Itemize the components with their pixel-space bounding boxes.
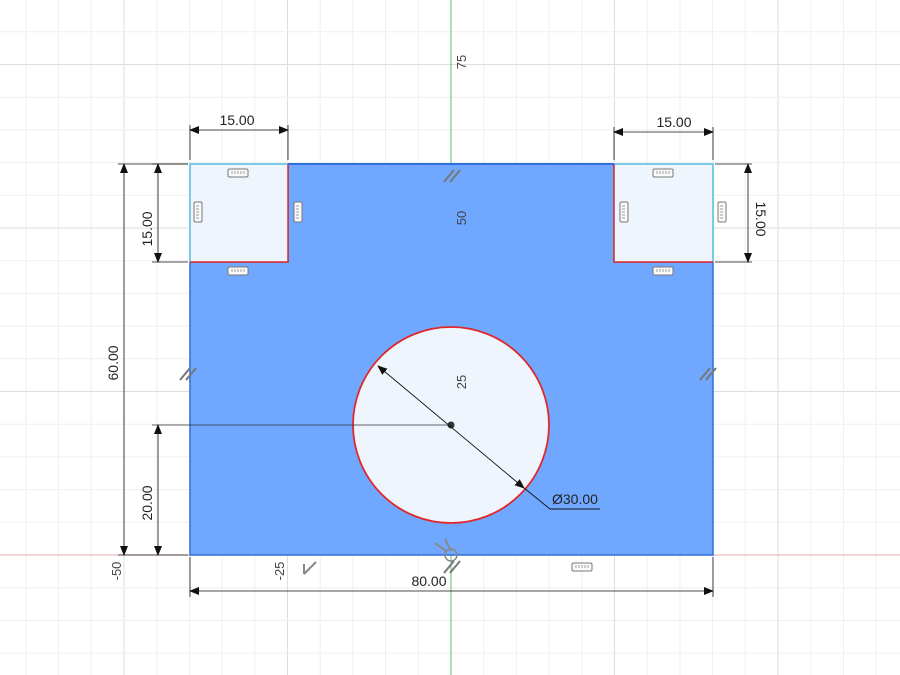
sketch-profile[interactable] bbox=[189, 163, 714, 556]
dimension-right-notch-height-label[interactable]: 15.00 bbox=[753, 201, 769, 236]
constraint-glyphs bbox=[179, 168, 727, 575]
right-notch-inner-edge[interactable] bbox=[613, 164, 713, 263]
y-axis-label-25: 25 bbox=[454, 375, 469, 389]
left-notch-inner-edge[interactable] bbox=[190, 164, 289, 263]
right-notch-outer-edge[interactable] bbox=[614, 163, 714, 262]
parallel-constraint-icon[interactable] bbox=[179, 367, 197, 381]
origin-icon[interactable] bbox=[434, 538, 458, 562]
dimension-left-notch-height-label[interactable]: 15.00 bbox=[139, 211, 155, 246]
dimension-total-width-label[interactable]: 80.00 bbox=[411, 573, 446, 589]
x-axis-label-neg50: -50 bbox=[109, 562, 124, 581]
x-axis-label-neg25: -25 bbox=[272, 562, 287, 581]
parallel-constraint-icon[interactable] bbox=[443, 169, 461, 183]
right-notch-region[interactable] bbox=[614, 164, 713, 262]
dimension-total-width[interactable] bbox=[189, 557, 714, 597]
dimension-left-notch-height[interactable] bbox=[152, 163, 188, 263]
left-notch-outer-edge[interactable] bbox=[189, 163, 288, 262]
dimension-top-right-width[interactable] bbox=[613, 127, 714, 160]
dimension-hole-diameter-label[interactable]: Ø30.00 bbox=[552, 491, 598, 507]
left-notch-region[interactable] bbox=[190, 164, 288, 262]
dimension-total-height-label[interactable]: 60.00 bbox=[105, 345, 121, 380]
dimension-top-left-width[interactable] bbox=[189, 125, 289, 160]
parallel-constraint-icon[interactable] bbox=[443, 560, 461, 574]
dimension-top-right-width-label[interactable]: 15.00 bbox=[656, 114, 691, 130]
y-axis-label-50: 50 bbox=[454, 211, 469, 225]
y-axis-label-75: 75 bbox=[454, 55, 469, 69]
perpendicular-constraint-icon[interactable] bbox=[303, 561, 317, 575]
dimension-total-height[interactable] bbox=[118, 163, 188, 556]
parallel-constraint-icon[interactable] bbox=[699, 367, 717, 381]
dimension-hole-diameter[interactable] bbox=[377, 365, 600, 510]
dimension-right-notch-height[interactable] bbox=[715, 163, 752, 263]
dimension-hole-center-height-label[interactable]: 20.00 bbox=[139, 485, 155, 520]
dimension-top-left-width-label[interactable]: 15.00 bbox=[219, 112, 254, 128]
